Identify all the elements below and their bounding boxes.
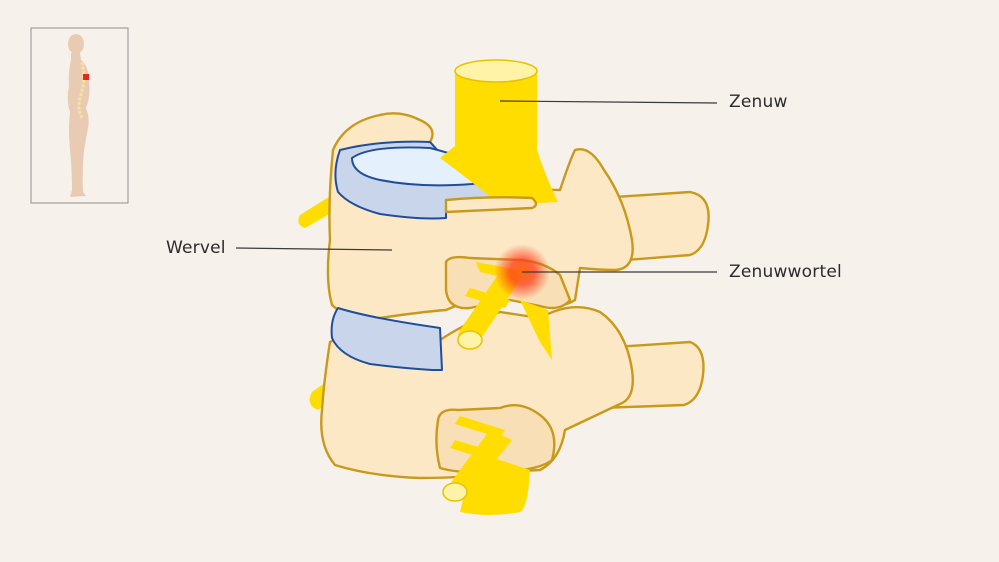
- label-wervel: Wervel: [166, 238, 226, 258]
- spinal-nerve: [440, 59, 558, 205]
- upper-facet: [444, 196, 538, 214]
- leader-line-wervel: [235, 247, 393, 251]
- human-body-side-view-icon: [67, 34, 90, 197]
- nerve-root-lower: [442, 416, 530, 515]
- thumbnail-spine-icon: [77, 61, 86, 119]
- label-zenuw: Zenuw: [729, 92, 788, 112]
- leader-line-zenuw: [499, 100, 718, 104]
- body-thumbnail: [30, 27, 129, 204]
- lower-disc: [330, 307, 443, 371]
- label-zenuwwortel: Zenuwwortel: [729, 262, 842, 282]
- pain-marker-icon: [83, 74, 89, 80]
